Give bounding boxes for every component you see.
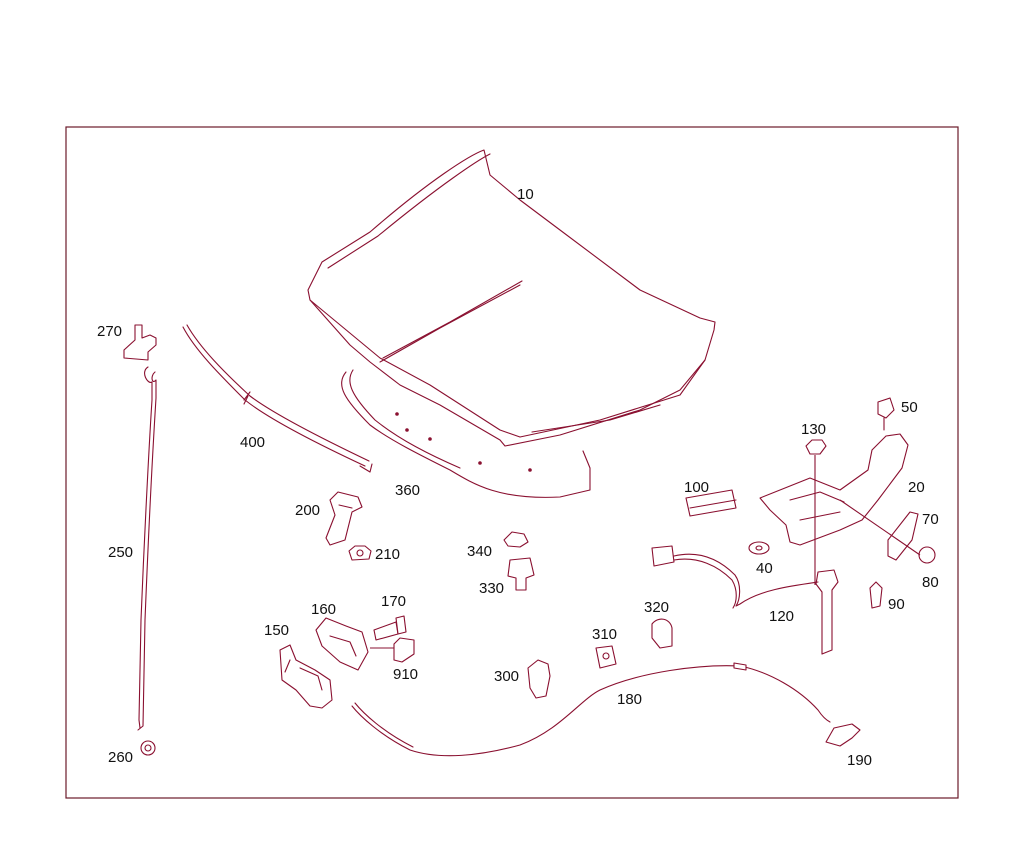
part-label-400[interactable]: 400 [240, 434, 265, 451]
part-label-180[interactable]: 180 [617, 691, 642, 708]
part-label-130[interactable]: 130 [801, 421, 826, 438]
cable-holder-part [595, 645, 617, 669]
hood-part [307, 149, 716, 447]
hinge-part [759, 397, 936, 655]
part-label-300[interactable]: 300 [494, 668, 519, 685]
part-label-360[interactable]: 360 [395, 482, 420, 499]
part-label-270[interactable]: 270 [97, 323, 122, 340]
sensor-wire-part [651, 545, 819, 609]
part-label-320[interactable]: 320 [644, 599, 669, 616]
part-label-120[interactable]: 120 [769, 608, 794, 625]
part-label-40[interactable]: 40 [756, 560, 773, 577]
part-label-70[interactable]: 70 [922, 511, 939, 528]
hood-prop-rod-part [123, 324, 157, 756]
release-cable-part [351, 662, 861, 757]
part-label-160[interactable]: 160 [311, 601, 336, 618]
washer-part [748, 541, 770, 555]
hood-stop-bracket-part [325, 491, 372, 561]
hood-latch-part [279, 615, 415, 709]
clip-part [527, 659, 551, 699]
part-label-100[interactable]: 100 [684, 479, 709, 496]
part-label-170[interactable]: 170 [381, 593, 406, 610]
part-label-200[interactable]: 200 [295, 502, 320, 519]
part-label-260[interactable]: 260 [108, 749, 133, 766]
pad-part [685, 489, 737, 517]
part-label-50[interactable]: 50 [901, 399, 918, 416]
part-label-340[interactable]: 340 [467, 543, 492, 560]
buffer-part [503, 531, 535, 591]
part-label-310[interactable]: 310 [592, 626, 617, 643]
weatherstrip-part [182, 324, 373, 473]
part-label-90[interactable]: 90 [888, 596, 905, 613]
part-label-10[interactable]: 10 [517, 186, 534, 203]
part-label-330[interactable]: 330 [479, 580, 504, 597]
part-label-910[interactable]: 910 [393, 666, 418, 683]
cable-clip-part [651, 618, 673, 649]
part-labels: 10 20 40 50 70 80 90 100 120 130 150 160 170 180 190 20… [97, 186, 939, 769]
part-label-80[interactable]: 80 [922, 574, 939, 591]
diagram-frame [65, 126, 959, 799]
hood-seal-part [341, 369, 591, 498]
part-label-210[interactable]: 210 [375, 546, 400, 563]
part-label-20[interactable]: 20 [908, 479, 925, 496]
part-label-150[interactable]: 150 [264, 622, 289, 639]
part-label-190[interactable]: 190 [847, 752, 872, 769]
part-label-250[interactable]: 250 [108, 544, 133, 561]
